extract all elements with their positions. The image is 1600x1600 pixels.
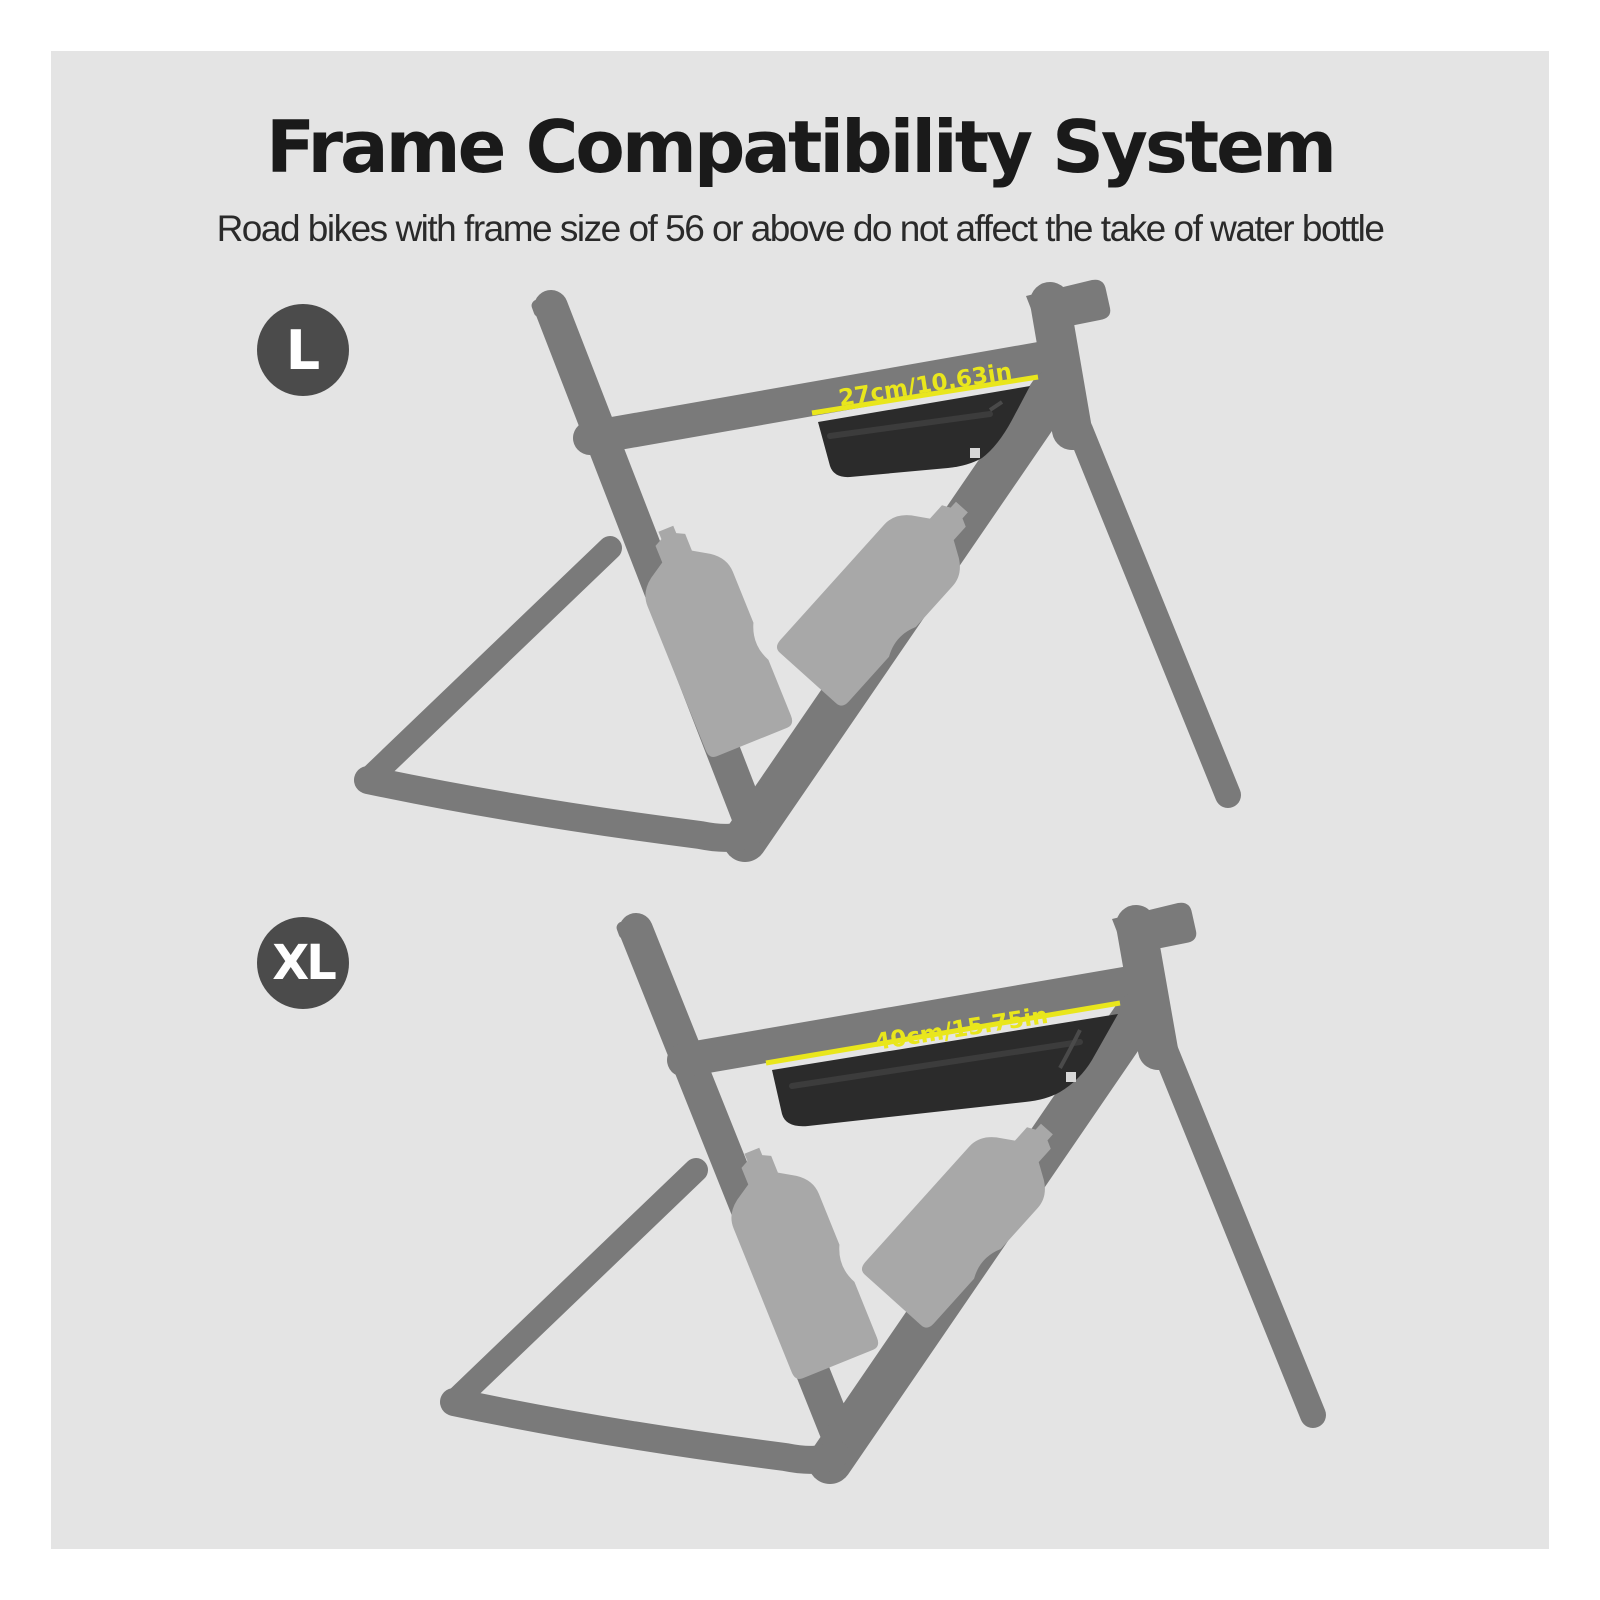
seat-stay-l [356,536,622,792]
size-badge-xl: XL [257,917,349,1009]
page-title: Frame Compatibility System [265,105,1337,189]
chain-stay-xl [440,1388,849,1474]
size-badge-l: L [257,304,349,396]
fork-xl [1152,1037,1326,1428]
seat-stay-xl [442,1158,708,1414]
measure-line-xl [765,1000,1121,1066]
frame-l: 27cm/10.63in [354,279,1241,862]
measure-line-l [811,374,1039,416]
chain-stay-l [354,766,764,852]
fork-l [1067,417,1241,808]
page-subtitle: Road bikes with frame size of 56 or abov… [216,208,1385,249]
frame-bag-l [818,386,1030,478]
frame-bag-xl [772,1014,1118,1127]
frame-xl: 40cm/15.75in [440,902,1326,1484]
top-tube-xl [667,966,1147,1077]
top-tube-l [573,341,1062,455]
